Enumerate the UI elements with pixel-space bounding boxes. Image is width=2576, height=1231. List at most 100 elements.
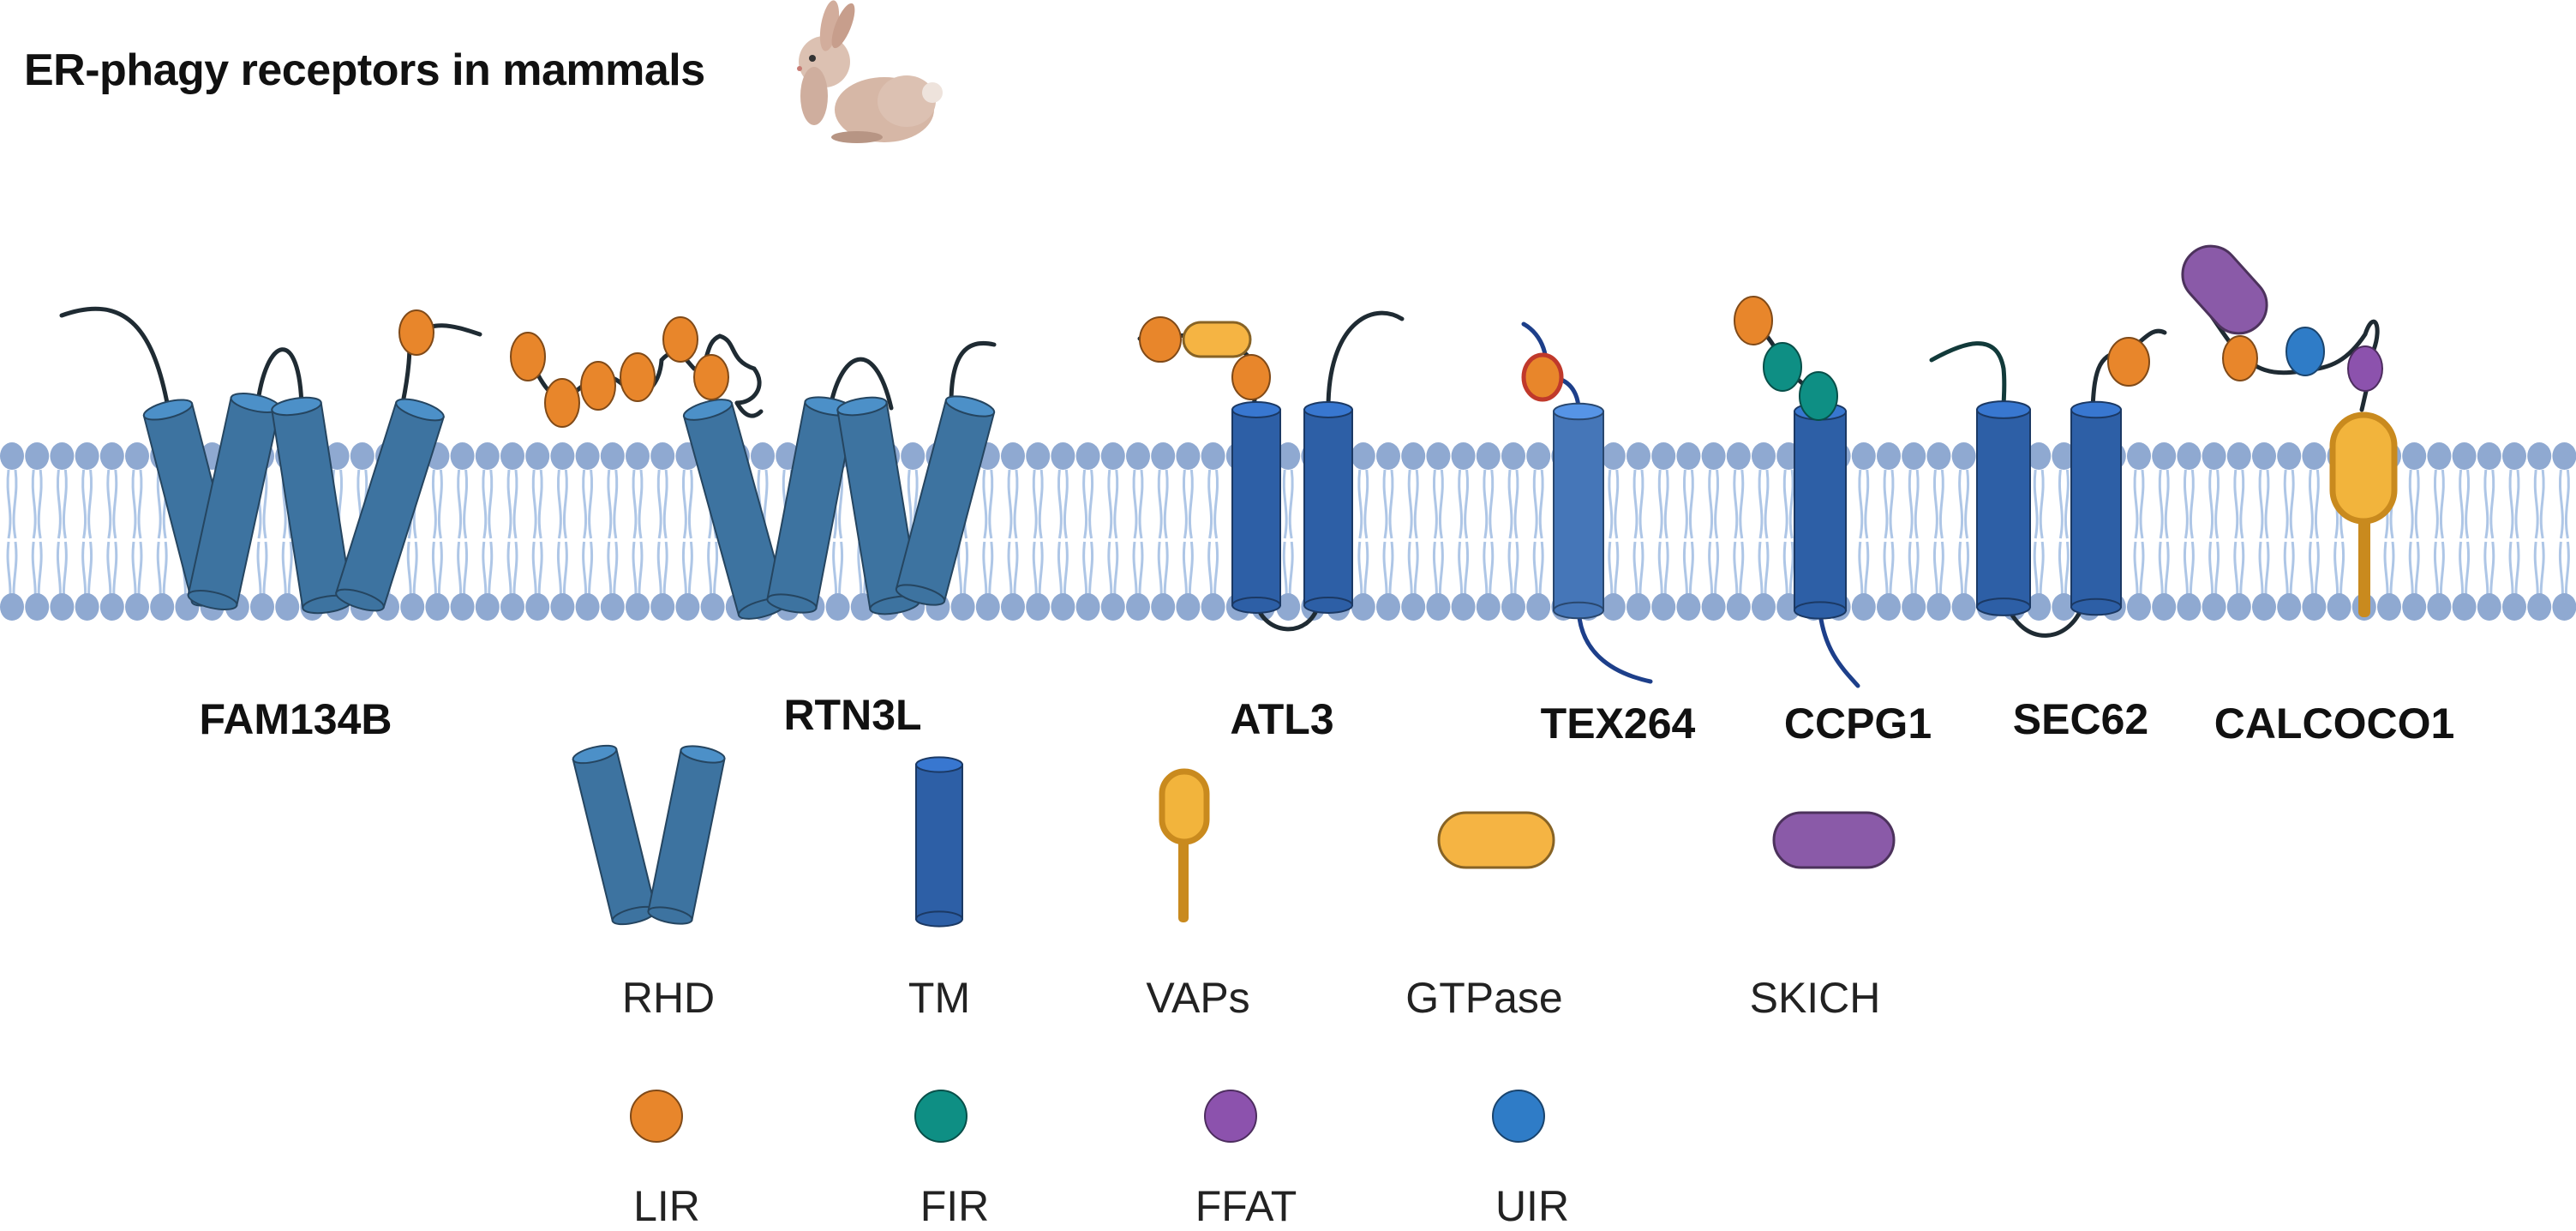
lipid-head	[1176, 593, 1201, 621]
lipid-head	[1902, 442, 1926, 470]
lipid-head	[400, 593, 425, 621]
fam134b-rhd-helix	[187, 393, 281, 610]
lipid-head	[825, 593, 850, 621]
lipid-head	[1001, 442, 1025, 470]
rtn3l-c-terminus	[949, 341, 997, 405]
lipid-head	[2402, 593, 2427, 621]
lipid-head	[1075, 593, 1100, 621]
lipid-head	[2452, 593, 2477, 621]
lipid-head	[1276, 442, 1301, 470]
lipid-head	[1376, 593, 1400, 621]
lipid-head	[1501, 593, 1525, 621]
sec62-receptor	[1929, 328, 2167, 638]
lipid-head	[2127, 593, 2151, 621]
sec62-tm-helix	[2070, 400, 2122, 616]
lipid-head	[1651, 442, 1676, 470]
legend-ffat-symbol	[1204, 1090, 1257, 1143]
lipid-head	[2202, 442, 2226, 470]
lipid-head	[2127, 442, 2151, 470]
ccpg1-tm-helix	[1794, 402, 1847, 620]
lipid-head	[2477, 593, 2501, 621]
lipid-head	[1926, 593, 1951, 621]
rtn3l-lir-motif	[544, 378, 580, 428]
fam134b-rhd-helix	[271, 396, 353, 615]
lipid-head	[1276, 593, 1301, 621]
lipid-head	[0, 442, 24, 470]
lipid-head	[2527, 442, 2552, 470]
lipid-head	[1501, 442, 1525, 470]
lipid-head	[1126, 593, 1150, 621]
rtn3l-rhd-helix	[895, 395, 996, 606]
protein-label-sec62: SEC62	[2012, 695, 2149, 743]
lipid-head	[1401, 442, 1426, 470]
rtn3l-lir-motif	[510, 332, 546, 381]
lipid-head	[1351, 593, 1375, 621]
legend-uir-symbol	[1492, 1090, 1545, 1143]
ccpg1-fir-motif	[1763, 342, 1802, 392]
legend-label-vaps: VAPs	[1146, 974, 1250, 1022]
lipid-head	[650, 593, 675, 621]
lipid-head	[1075, 442, 1100, 470]
lipid-head	[1426, 593, 1451, 621]
lipid-head	[2226, 593, 2251, 621]
rtn3l-lir-motif	[662, 316, 698, 363]
lipid-head	[1951, 442, 1976, 470]
rtn3l-linker	[734, 400, 764, 418]
lipid-head	[1526, 593, 1551, 621]
lipid-head	[2202, 593, 2226, 621]
lipid-head	[2502, 593, 2526, 621]
lipid-head	[2502, 442, 2526, 470]
lipid-head	[1676, 442, 1701, 470]
lipid-head	[1451, 442, 1476, 470]
lipid-head	[1376, 442, 1400, 470]
protein-label-atl3: ATL3	[1230, 695, 1334, 743]
fam134b-luminal-loop	[255, 347, 304, 411]
lipid-head	[675, 593, 700, 621]
legend-symbols	[572, 744, 1896, 1143]
protein-label-ccpg1: CCPG1	[1783, 700, 1932, 748]
calcoco1-ffat-motif	[2347, 345, 2383, 392]
lipid-head	[575, 442, 600, 470]
rtn3l-receptor	[510, 316, 997, 620]
figure-title: ER-phagy receptors in mammals	[24, 45, 705, 95]
calcoco1-skich-domain	[2181, 244, 2268, 335]
lipid-head	[2252, 442, 2276, 470]
ccpg1-lir-motif	[1734, 296, 1773, 345]
lipid-head	[575, 593, 600, 621]
lipid-head	[2427, 442, 2452, 470]
lipid-head	[2427, 593, 2452, 621]
sec62-lir-motif	[2107, 337, 2150, 387]
lipid-head	[475, 593, 500, 621]
calcoco1-receptor	[2181, 244, 2398, 617]
rtn3l-lir-motif	[580, 361, 616, 411]
atl3-lir-motif	[1231, 354, 1271, 400]
lipid-head	[2027, 593, 2052, 621]
atl3-receptor	[1137, 310, 1405, 632]
legend-vaps-symbol	[1159, 768, 1210, 922]
legend-skich-symbol	[1772, 811, 1896, 869]
rtn3l-lir-motif	[620, 352, 656, 402]
lipid-head	[1701, 442, 1726, 470]
lipid-head	[1526, 442, 1551, 470]
calcoco1-uir-motif	[2285, 327, 2325, 376]
lipid-head	[1926, 442, 1951, 470]
sec62-n-terminus	[1929, 341, 2007, 411]
lipid-head	[1100, 442, 1125, 470]
tex264-tm-helix	[1553, 402, 1604, 620]
legend-tm-helix	[915, 756, 963, 928]
lipid-head	[2302, 593, 2327, 621]
lipid-head	[2452, 442, 2477, 470]
legend-label-skich: SKICH	[1749, 974, 1881, 1022]
calcoco1-lir-motif	[2222, 335, 2258, 381]
lipid-head	[1951, 593, 1976, 621]
lipid-head	[2377, 593, 2401, 621]
ccpg1-fir-motif	[1799, 371, 1838, 421]
tex264-receptor	[1521, 321, 1653, 684]
lipid-head	[525, 442, 550, 470]
receptor-layer	[59, 244, 2398, 688]
lipid-head	[2152, 593, 2177, 621]
lipid-head	[1601, 593, 1626, 621]
legend-label-rhd: RHD	[621, 974, 716, 1022]
lipid-head	[550, 442, 575, 470]
lipid-head	[1001, 593, 1025, 621]
